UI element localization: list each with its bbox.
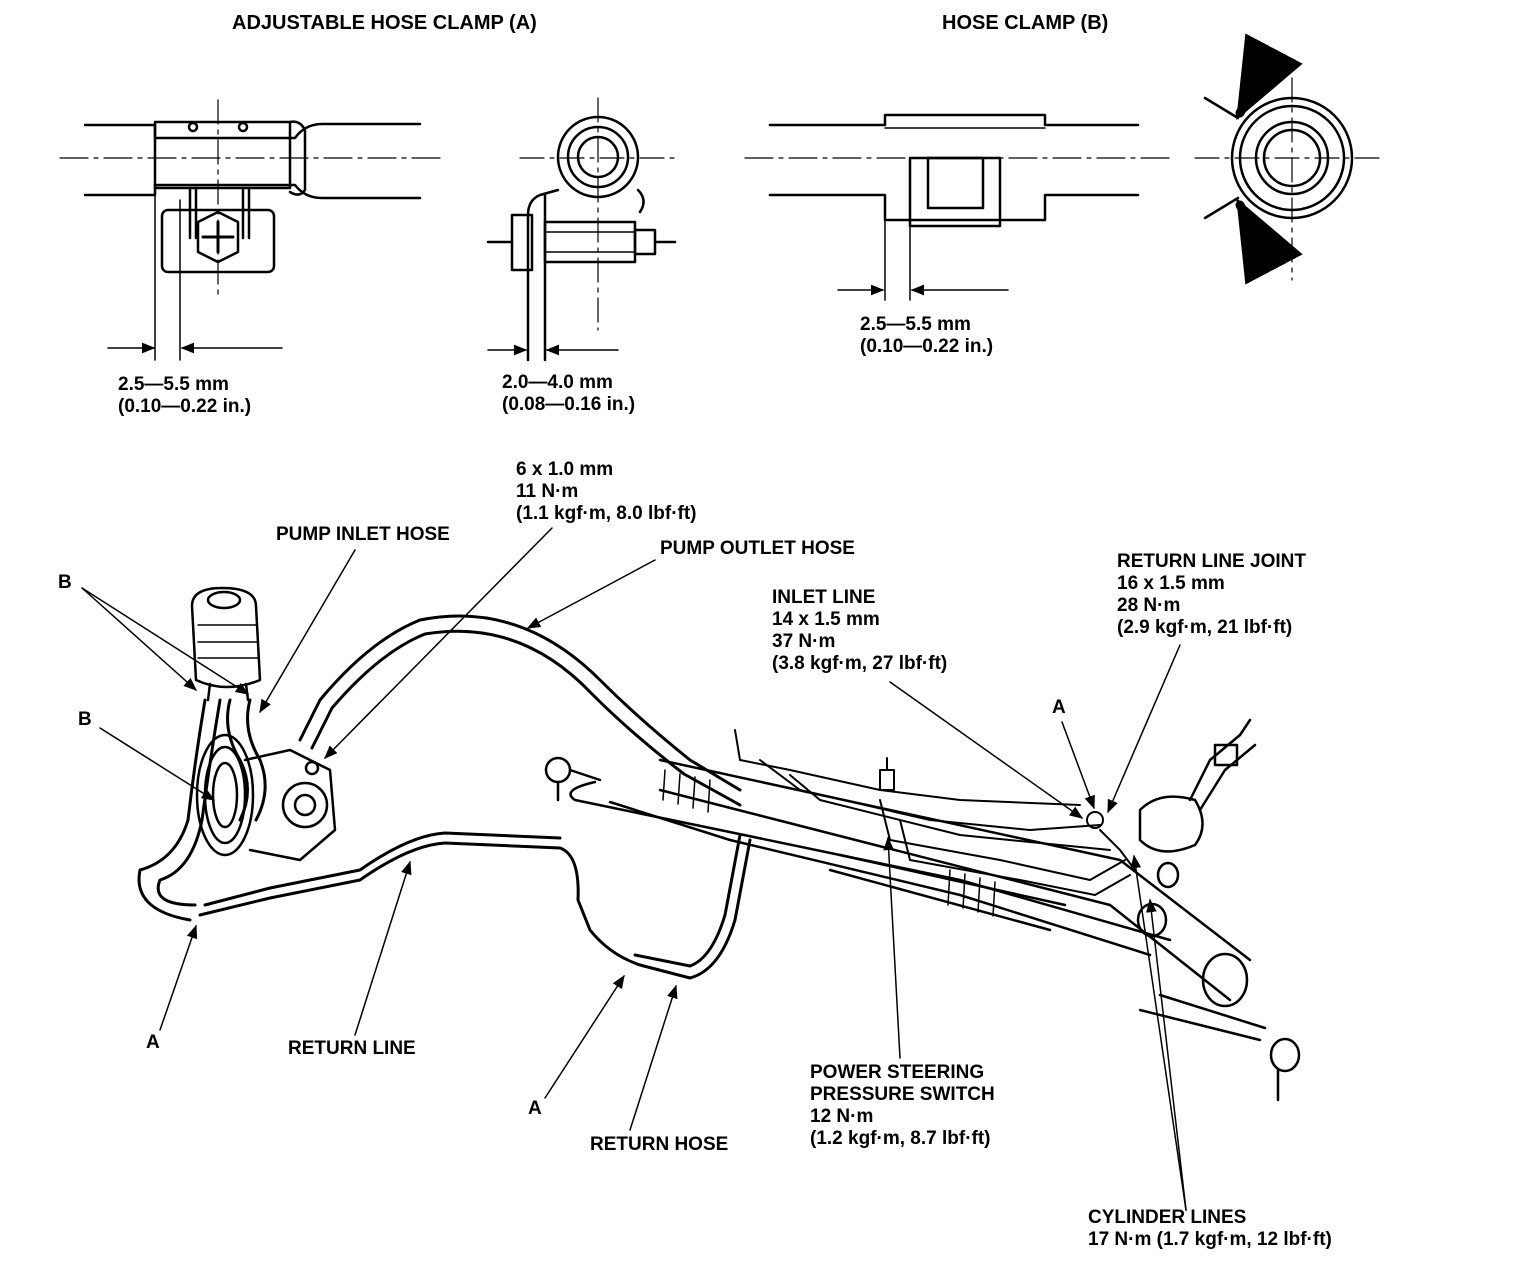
clamp-b-side-view [744,113,1171,301]
callout-pump-outlet-hose: PUMP OUTLET HOSE [660,538,855,559]
hoses [137,614,752,980]
clamp-a-dimension-2: 2.0—4.0 mm (0.08—0.16 in.) [502,372,636,415]
callout-b-lower: B [78,709,92,730]
callout-cylinder-lines: CYLINDER LINES 17 N·m (1.7 kgf·m, 12 lbf… [1088,1207,1332,1250]
clamp-b-end-view [1194,33,1386,285]
clamp-a-title: ADJUSTABLE HOSE CLAMP (A) [232,12,537,34]
callout-pump-inlet-hose: PUMP INLET HOSE [276,524,450,545]
callout-return-line-joint: RETURN LINE JOINT 16 x 1.5 mm 28 N·m (2.… [1117,551,1306,638]
clamp-a-end-view [486,97,681,362]
callout-bolt-torque: 6 x 1.0 mm 11 N·m (1.1 kgf·m, 8.0 lbf·ft… [516,459,697,524]
callout-b-upper: B [58,572,72,593]
reservoir [190,586,262,702]
callout-leaders [81,527,1187,1211]
callout-return-line: RETURN LINE [288,1038,416,1059]
callout-a-left: A [146,1032,160,1053]
clamp-b-title: HOSE CLAMP (B) [942,12,1109,34]
power-steering-pump [195,733,337,862]
rigid-lines [734,729,1136,896]
callout-return-hose: RETURN HOSE [590,1134,729,1155]
callout-pressure-switch: POWER STEERING PRESSURE SWITCH 12 N·m (1… [810,1062,995,1149]
callout-a-middle: A [528,1098,542,1119]
clamp-a-dimension-1: 2.5—5.5 mm (0.10—0.22 in.) [118,374,252,417]
steering-rack [544,718,1301,1102]
callout-inlet-line: INLET LINE 14 x 1.5 mm 37 N·m (3.8 kgf·m… [772,587,948,674]
clamp-b-dimension-1: 2.5—5.5 mm (0.10—0.22 in.) [860,314,994,357]
callout-a-right: A [1052,697,1066,718]
clamp-a-side-view [59,99,446,361]
